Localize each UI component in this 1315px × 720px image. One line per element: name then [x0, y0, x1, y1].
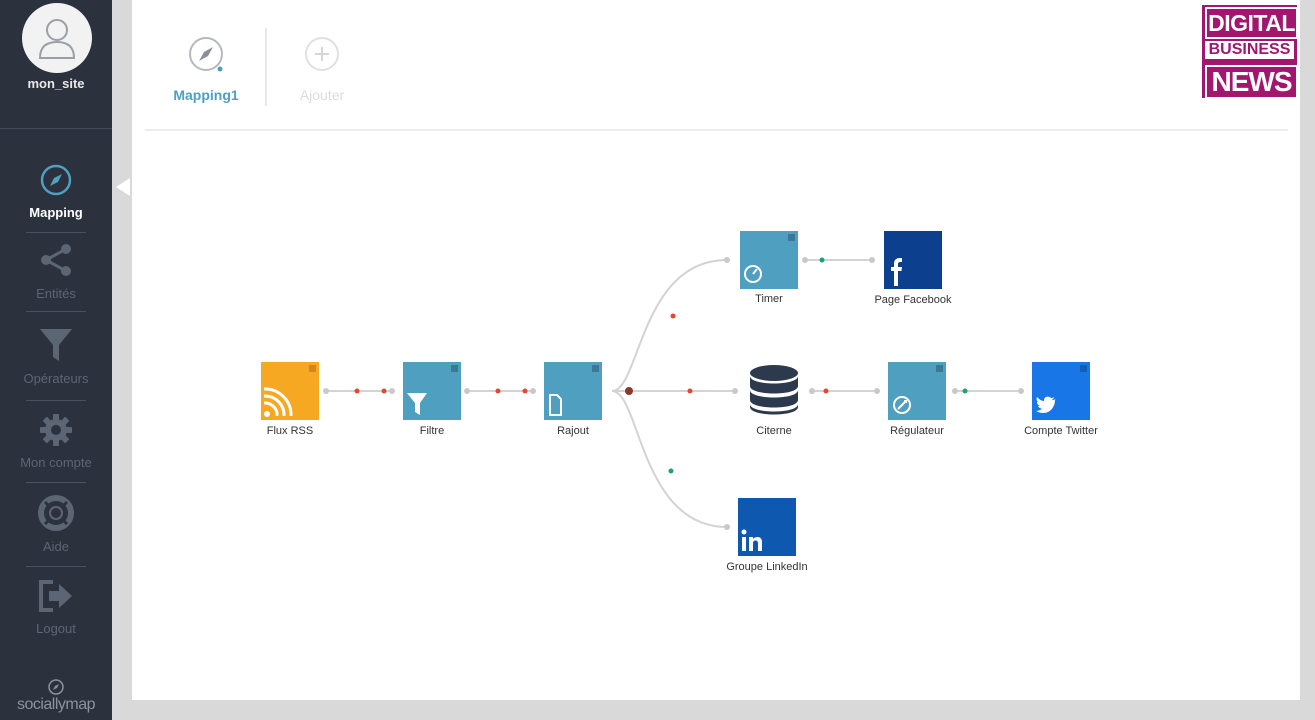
user-icon: [38, 19, 76, 59]
sidebar-item-label: Mon compte: [20, 455, 92, 470]
compass-icon: [189, 37, 223, 72]
document-icon: [549, 394, 562, 416]
funnel-icon: [407, 393, 427, 415]
clock-icon: [744, 265, 762, 283]
node-label: Citerne: [756, 425, 792, 437]
node-compte-twitter[interactable]: [1032, 362, 1090, 420]
funnel-icon: [40, 329, 72, 361]
compass-icon: [48, 679, 64, 695]
sidebar-divider: [0, 128, 112, 129]
node-page-facebook[interactable]: [884, 231, 942, 289]
node-label: Rajout: [557, 425, 589, 437]
sidebar-item-label: Aide: [42, 539, 70, 554]
facebook-icon: [891, 258, 902, 286]
tab-label: Mapping1: [173, 87, 239, 103]
node-handle[interactable]: [788, 234, 795, 241]
regulator-icon: [893, 396, 911, 414]
node-label: Flux RSS: [266, 425, 314, 437]
node-handle[interactable]: [451, 365, 458, 372]
node-label: Page Facebook: [874, 294, 952, 306]
sidebar-item-label: Entités: [36, 286, 76, 301]
node-flux-rss[interactable]: [261, 362, 319, 420]
node-groupe-linkedin[interactable]: [738, 498, 796, 556]
main-panel: [132, 0, 1300, 700]
rss-icon: [263, 387, 293, 417]
avatar[interactable]: [22, 3, 92, 73]
gear-icon: [40, 414, 72, 446]
tab-divider: [265, 28, 267, 106]
sidebar-item-mapping[interactable]: Mapping: [0, 163, 112, 220]
node-label: Timer: [755, 293, 783, 305]
sidebar-item-label: Opérateurs: [23, 371, 89, 386]
tab-label: Ajouter: [299, 87, 345, 103]
watermark-line: BUSINESS: [1205, 41, 1294, 59]
watermark-logo: DIGITAL BUSINESS NEWS: [1202, 5, 1298, 99]
node-regulateur[interactable]: [888, 362, 946, 420]
sidebar-divider: [26, 311, 86, 312]
sidebar-divider: [26, 566, 86, 567]
active-pointer: [116, 178, 130, 196]
connector-junction[interactable]: [625, 387, 633, 395]
username: mon_site: [27, 76, 85, 91]
sidebar: mon_site Mapping Entités Opérateurs: [0, 0, 112, 720]
plus-circle-icon: [305, 37, 339, 71]
node-handle[interactable]: [936, 365, 943, 372]
database-icon: [750, 365, 798, 415]
node-label: Régulateur: [890, 425, 944, 437]
connector-rajout-linkedin[interactable]: [611, 390, 728, 528]
sidebar-divider: [26, 232, 86, 233]
logout-icon: [39, 580, 72, 612]
tab-mapping1[interactable]: Mapping1: [165, 34, 247, 103]
sidebar-item-label: Logout: [36, 621, 76, 636]
connector-rajout-timer[interactable]: [611, 259, 728, 392]
node-timer[interactable]: [740, 231, 798, 289]
node-filtre[interactable]: [403, 362, 461, 420]
linkedin-icon: [741, 529, 762, 551]
node-label: Groupe LinkedIn: [726, 561, 808, 573]
node-citerne[interactable]: [745, 362, 803, 420]
twitter-icon: [1036, 396, 1056, 413]
sidebar-item-entites[interactable]: Entités: [0, 242, 112, 301]
share-icon: [41, 244, 71, 276]
footer-brand: sociallymap: [16, 696, 96, 713]
node-handle[interactable]: [309, 365, 316, 372]
tab-ajouter[interactable]: Ajouter: [288, 34, 356, 103]
compass-icon: [40, 164, 72, 196]
watermark-line: DIGITAL: [1205, 7, 1298, 39]
sidebar-divider: [26, 400, 86, 401]
node-label: Filtre: [419, 425, 445, 437]
footer-logo: [0, 678, 112, 701]
sidebar-item-aide[interactable]: Aide: [0, 495, 112, 554]
sidebar-item-label: Mapping: [29, 205, 83, 220]
sidebar-item-logout[interactable]: Logout: [0, 579, 112, 636]
tabbar-divider: [145, 129, 1288, 131]
lifebuoy-icon: [38, 495, 74, 531]
sidebar-divider: [26, 482, 86, 483]
watermark-line: NEWS: [1205, 65, 1298, 99]
node-handle[interactable]: [592, 365, 599, 372]
sidebar-item-mon-compte[interactable]: Mon compte: [0, 413, 112, 470]
node-label: Compte Twitter: [1024, 425, 1098, 437]
sidebar-item-operateurs[interactable]: Opérateurs: [0, 327, 112, 386]
node-rajout[interactable]: [544, 362, 602, 420]
node-handle[interactable]: [1080, 365, 1087, 372]
